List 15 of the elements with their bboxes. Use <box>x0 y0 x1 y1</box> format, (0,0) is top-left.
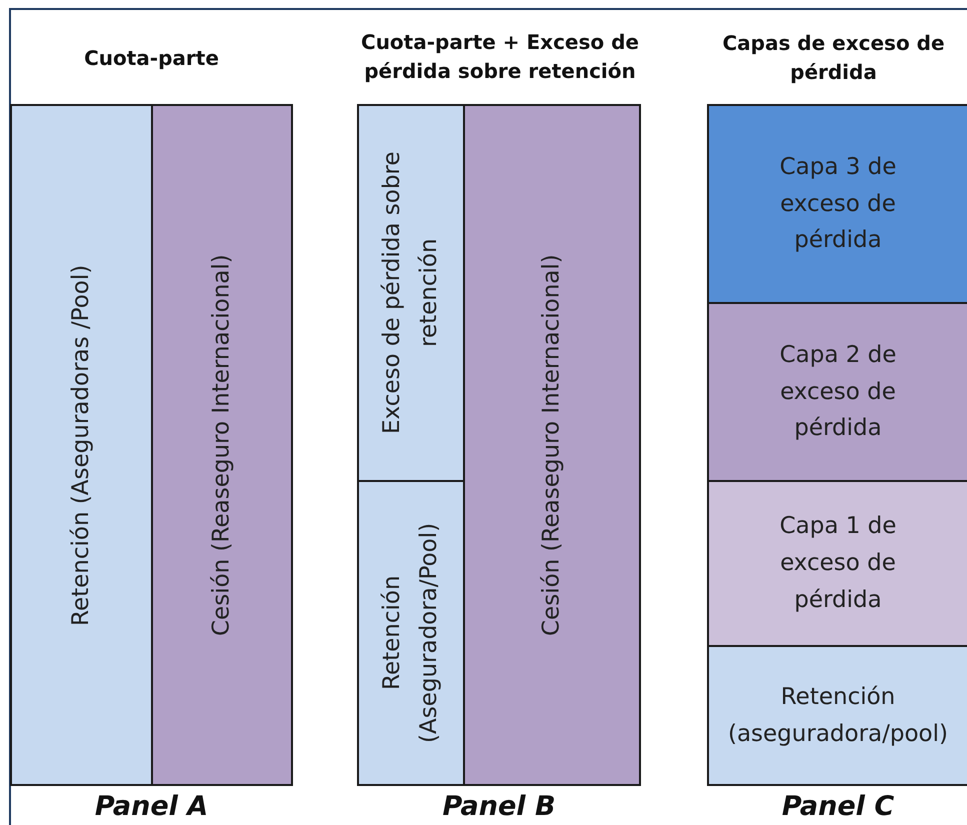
retention-block: Retención (Aseguradora/Pool) <box>357 480 465 786</box>
layer-block: Capa 3 de exceso de pérdida <box>707 104 967 304</box>
ceded-block: Cesión (Reaseguro Internacional) <box>463 104 641 786</box>
layer-block: Capa 1 de exceso de pérdida <box>707 480 967 647</box>
panel-caption: Panel A <box>94 790 210 824</box>
panel-heading: Capas de exceso de pérdida <box>721 30 946 86</box>
panel-heading: Cuota-parte + Exceso de pérdida sobre retención <box>360 29 640 85</box>
layer-block: Capa 2 de exceso de pérdida <box>707 302 967 482</box>
excess-of-loss-block: Exceso de pérdida sobre retención <box>357 104 465 482</box>
panel-heading: Cuota-parte <box>83 44 220 72</box>
retention-block: Retención (Aseguradoras /Pool) <box>10 104 153 786</box>
panel-caption: Panel C <box>780 790 896 824</box>
retention-block: Retención (aseguradora/pool) <box>707 645 967 786</box>
panel-caption: Panel B <box>441 790 557 824</box>
ceded-block: Cesión (Reaseguro Internacional) <box>151 104 293 786</box>
